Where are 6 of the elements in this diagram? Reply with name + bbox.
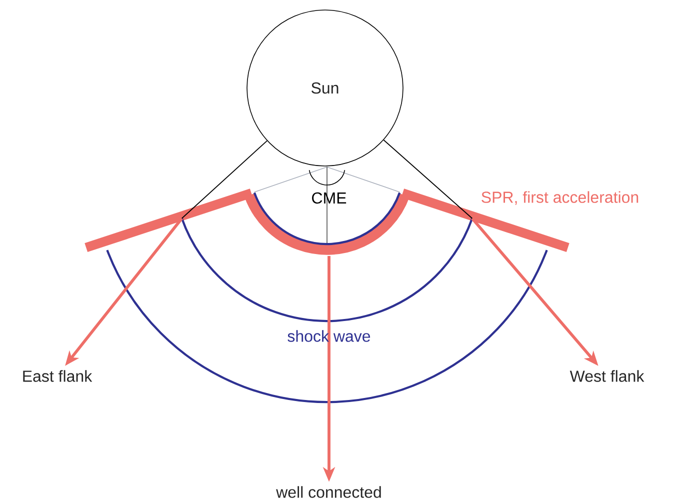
acceleration-label: SPR, first acceleration	[482, 191, 638, 205]
connector-line	[181, 140, 268, 219]
direction-label: well connected	[276, 486, 381, 498]
flank-label: East flank	[23, 370, 92, 382]
connector-line	[383, 140, 473, 219]
flank-label: West flank	[570, 370, 644, 382]
